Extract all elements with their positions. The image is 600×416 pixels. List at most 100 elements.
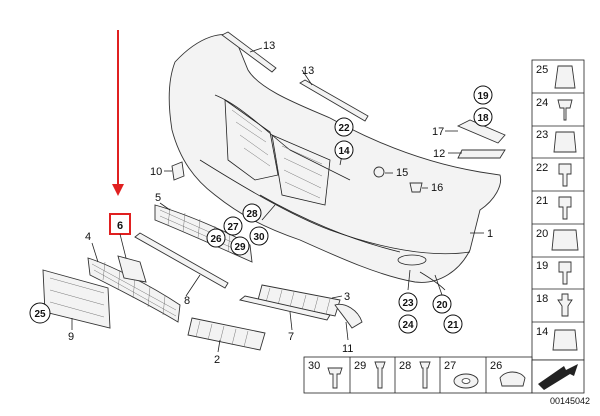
callout-circle-28: 28: [242, 203, 262, 223]
callout-13a: 13: [263, 40, 275, 52]
svg-text:25: 25: [34, 309, 46, 320]
callout-1: 1: [487, 228, 493, 240]
callout-circle-18: 18: [473, 107, 493, 127]
panel-label-30: 30: [308, 360, 320, 372]
part-10: [171, 161, 185, 181]
part-11: [334, 303, 363, 329]
parts-panel-bottom: 30 29 28 27 26: [303, 356, 533, 394]
panel-label-19: 19: [536, 260, 548, 272]
svg-text:29: 29: [234, 242, 246, 253]
panel-label-26: 26: [490, 360, 502, 372]
callout-circle-14: 14: [334, 140, 354, 160]
highlight-part-6: 6: [109, 30, 131, 259]
svg-text:24: 24: [402, 320, 414, 331]
panel-label-14: 14: [536, 326, 548, 338]
grille-3: [257, 284, 341, 317]
callout-2: 2: [214, 354, 220, 366]
bumper-cover: [168, 34, 502, 291]
panel-part-18: [557, 293, 573, 317]
grille-4: [87, 257, 181, 323]
panel-part-26: [499, 371, 526, 387]
callout-circle-21: 21: [443, 314, 463, 334]
leader-lines: [71, 47, 484, 353]
callout-12: 12: [433, 148, 445, 160]
svg-text:19: 19: [477, 91, 489, 102]
panel-label-24: 24: [536, 97, 548, 109]
callout-17: 17: [432, 126, 444, 138]
panel-label-22: 22: [536, 162, 548, 174]
callout-4: 4: [85, 231, 91, 243]
svg-text:22: 22: [338, 123, 350, 134]
panel-part-29: [374, 361, 386, 389]
callout-5: 5: [155, 192, 161, 204]
trim-strip-13b: [299, 79, 369, 122]
part-15: [373, 166, 385, 178]
panel-part-24: [557, 99, 573, 121]
callout-13b: 13: [302, 65, 314, 77]
callout-circle-25: 25: [29, 302, 51, 324]
svg-text:26: 26: [210, 234, 222, 245]
callout-circle-30: 30: [249, 226, 269, 246]
callout-15: 15: [396, 167, 408, 179]
panel-part-14: [552, 329, 578, 351]
part-6: [117, 255, 147, 283]
trim-strip-8: [134, 232, 229, 289]
svg-text:20: 20: [436, 300, 448, 311]
panel-part-20: [551, 229, 579, 251]
grille-2: [187, 317, 266, 351]
trim-strip-7: [238, 295, 331, 321]
callout-7: 7: [288, 331, 294, 343]
svg-text:18: 18: [477, 113, 489, 124]
callout-circle-24: 24: [398, 314, 418, 334]
panel-label-18: 18: [536, 293, 548, 305]
svg-text:28: 28: [246, 209, 258, 220]
panel-part-21: [558, 196, 572, 220]
svg-text:23: 23: [402, 298, 414, 309]
panel-part-28: [419, 361, 431, 389]
callout-circle-29: 29: [230, 236, 250, 256]
parts-panel-right: 25 24 23 22 21 20 19 18 14: [531, 59, 585, 361]
panel-part-23: [553, 131, 577, 153]
part-16: [409, 182, 423, 193]
panel-part-19: [558, 261, 572, 285]
panel-label-29: 29: [354, 360, 366, 372]
callout-circle-20: 20: [432, 294, 452, 314]
callout-circle-26: 26: [206, 228, 226, 248]
catalog-number: 00145042: [550, 396, 590, 406]
part-17: [456, 119, 506, 144]
callout-circle-22: 22: [334, 117, 354, 137]
callout-6: 6: [117, 220, 123, 232]
panel-label-27: 27: [444, 360, 456, 372]
trim-strip-13a: [221, 31, 277, 73]
callout-11: 11: [342, 343, 353, 355]
panel-label-20: 20: [536, 228, 548, 240]
direction-box: [531, 359, 585, 394]
callout-16: 16: [431, 182, 443, 194]
panel-label-25: 25: [536, 64, 548, 76]
grille-5: [154, 204, 253, 263]
panel-label-28: 28: [399, 360, 411, 372]
callout-9: 9: [68, 331, 74, 343]
callout-10: 10: [150, 166, 162, 178]
part-12: [457, 149, 506, 159]
circled-callouts: 19 18 22 14 28 27 30 26 29 25 23 20 24 2…: [29, 85, 493, 334]
license-plate-bracket-9: [42, 269, 111, 329]
red-arrow-head-icon: [112, 184, 124, 196]
panel-label-21: 21: [536, 195, 548, 207]
svg-text:27: 27: [227, 222, 239, 233]
panel-part-25: [554, 65, 576, 89]
svg-text:14: 14: [338, 146, 350, 157]
callout-8: 8: [184, 295, 190, 307]
callout-3: 3: [344, 291, 350, 303]
callout-circle-27: 27: [223, 216, 243, 236]
panel-part-22: [558, 163, 572, 187]
callout-circle-19: 19: [473, 85, 493, 105]
panel-label-23: 23: [536, 129, 548, 141]
direction-arrow-icon: [538, 364, 578, 390]
svg-text:30: 30: [253, 232, 265, 243]
svg-text:21: 21: [447, 320, 459, 331]
plain-callouts: 13 13 10 5 4 8 3 7 2 9 11 1 15 16 17 12: [68, 40, 493, 366]
callout-circle-23: 23: [398, 292, 418, 312]
panel-part-30: [327, 367, 343, 389]
